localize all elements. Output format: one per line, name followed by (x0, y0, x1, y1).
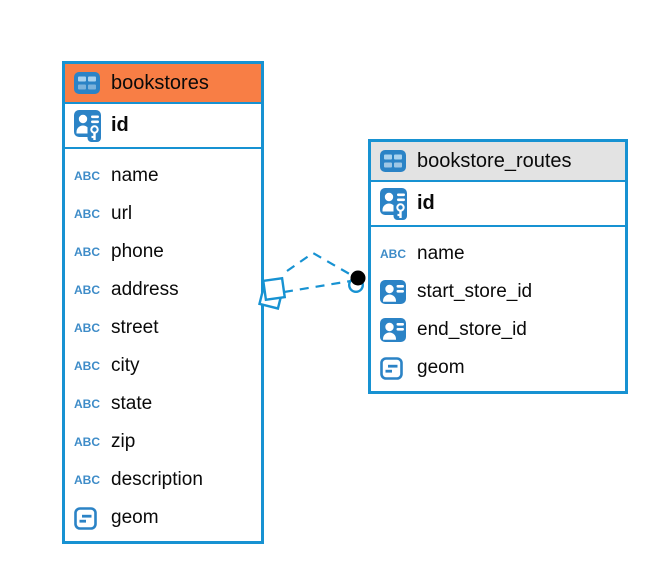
table-bookstores[interactable]: bookstores id ABC (62, 61, 264, 544)
primary-key-icon (380, 187, 410, 220)
column-name: address (111, 279, 179, 300)
column-row: ABC state (65, 385, 261, 423)
table-title: bookstores (111, 71, 209, 94)
text-type-icon: ABC (74, 321, 100, 335)
column-name: state (111, 393, 153, 414)
column-name: description (111, 469, 203, 490)
column-name: zip (111, 431, 136, 452)
text-type-icon: ABC (380, 247, 406, 261)
table-bookstores-header[interactable]: bookstores (65, 64, 261, 104)
geometry-type-icon (74, 506, 104, 530)
text-type-icon: ABC (74, 397, 100, 411)
column-name: phone (111, 241, 164, 262)
column-row: ABC description (65, 461, 261, 499)
text-type-icon: ABC (74, 283, 100, 297)
column-row: ABC url (65, 195, 261, 233)
column-name: geom (111, 507, 159, 528)
text-type-icon: ABC (74, 473, 100, 487)
column-row: ABC street (65, 309, 261, 347)
column-name: end_store_id (417, 319, 527, 340)
column-name: name (417, 243, 465, 264)
column-row: ABC city (65, 347, 261, 385)
text-type-icon: ABC (74, 207, 100, 221)
table-bookstore-routes-header[interactable]: bookstore_routes (371, 142, 625, 182)
table-icon (74, 72, 104, 94)
geometry-type-icon (380, 356, 410, 380)
one-side-connector-dot[interactable] (348, 270, 366, 294)
column-row: ABC address (65, 271, 261, 309)
column-name: url (111, 203, 133, 224)
pk-row-routes-id: id (371, 182, 625, 227)
table-bookstore-routes[interactable]: bookstore_routes id ABC (368, 139, 628, 394)
text-type-icon: ABC (74, 169, 100, 183)
table-routes-fields: ABC name start_store_id (371, 227, 625, 391)
table-title: bookstore_routes (417, 149, 572, 172)
text-type-icon: ABC (74, 245, 100, 259)
column-name: start_store_id (417, 281, 533, 302)
column-name: street (111, 317, 159, 338)
column-row: ABC phone (65, 233, 261, 271)
pk-column-name: id (111, 114, 129, 136)
pk-column-name: id (417, 192, 435, 214)
relationship-line-lower (283, 279, 352, 294)
column-row: ABC name (65, 157, 261, 195)
column-row: ABC name (371, 235, 625, 273)
table-bookstores-fields: ABC name ABC url ABC phone ABC address A… (65, 149, 261, 541)
text-type-icon: ABC (74, 359, 100, 373)
column-row: geom (65, 499, 261, 537)
foreign-key-icon (380, 279, 410, 305)
column-name: name (111, 165, 159, 186)
foreign-key-icon (380, 317, 410, 343)
pk-row-bookstores-id: id (65, 104, 261, 149)
column-row: geom (371, 349, 625, 387)
relationship-line-upper (286, 251, 354, 277)
column-name: city (111, 355, 140, 376)
column-row: start_store_id (371, 273, 625, 311)
primary-key-icon (74, 109, 104, 142)
table-icon (380, 150, 410, 172)
column-row: ABC zip (65, 423, 261, 461)
text-type-icon: ABC (74, 435, 100, 449)
column-name: geom (417, 357, 465, 378)
column-row: end_store_id (371, 311, 625, 349)
